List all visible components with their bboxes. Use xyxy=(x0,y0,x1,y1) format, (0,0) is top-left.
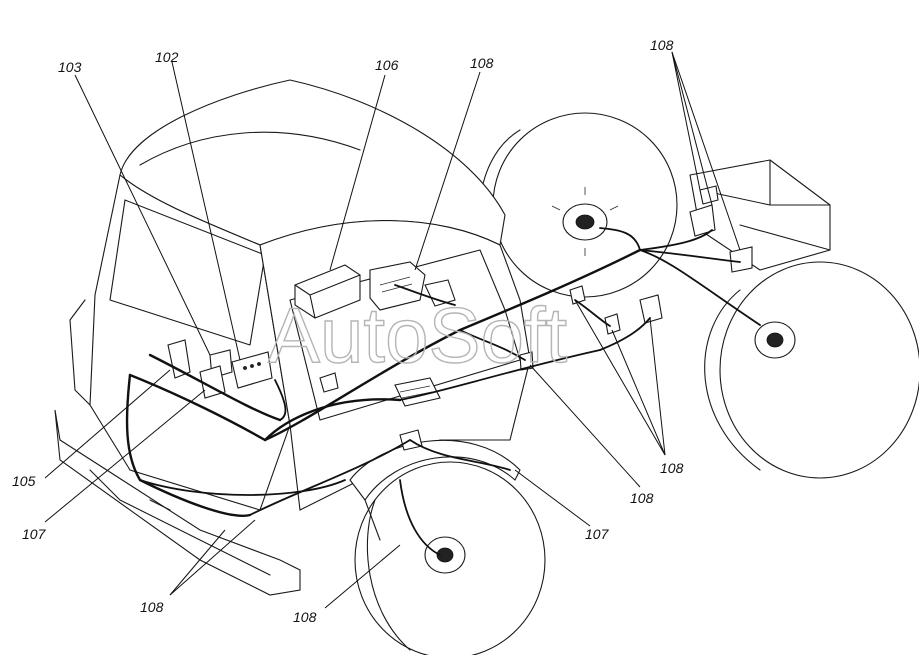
component-102-connector-panel xyxy=(209,349,273,389)
callout-108-top: 108 xyxy=(470,55,494,71)
callout-106: 106 xyxy=(375,57,399,73)
front-wheel xyxy=(349,439,546,655)
callout-105: 105 xyxy=(12,473,36,489)
watermark: AutoSoft xyxy=(268,291,568,379)
rear-wheel-right xyxy=(704,261,919,479)
callout-103: 103 xyxy=(58,59,82,75)
component-106-relay-box xyxy=(294,264,361,319)
leader-lines xyxy=(44,51,741,609)
rear-wheel-upper xyxy=(479,112,678,298)
callout-102: 102 xyxy=(155,49,179,65)
callout-108-bottom-left: 108 xyxy=(140,599,164,615)
wiring-harness xyxy=(125,227,761,556)
callout-108-center: 108 xyxy=(630,490,654,506)
callout-107-right: 107 xyxy=(585,526,610,542)
callout-108-bottom-mid: 108 xyxy=(293,609,317,625)
callout-108-top-right: 108 xyxy=(650,37,674,53)
callout-108-right: 108 xyxy=(660,460,684,476)
callout-107-left: 107 xyxy=(22,526,47,542)
